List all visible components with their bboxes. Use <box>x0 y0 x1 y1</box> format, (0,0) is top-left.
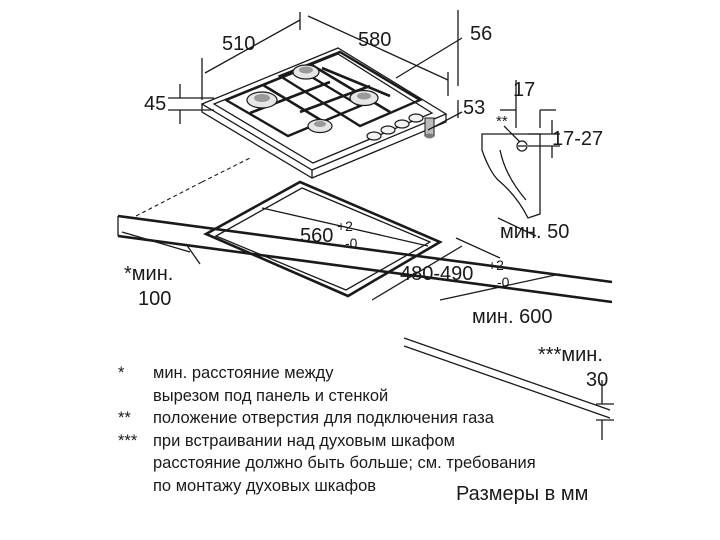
cutout-width-label: 560 <box>300 225 333 247</box>
worktop <box>117 157 613 304</box>
footnote-1-mark: * <box>118 364 125 382</box>
footnote-3: *** при встраивании над духовым шкафом р… <box>118 430 638 498</box>
burner-back-left <box>292 64 320 80</box>
footnote-3-mark: *** <box>118 431 138 450</box>
footnote-2-mark: ** <box>118 409 131 427</box>
burner-back-right <box>349 89 379 107</box>
wall-min-label: *мин. <box>124 263 173 285</box>
footnote-2-line-1: положение отверстия для подключения газа <box>153 409 494 427</box>
hob-illustration <box>200 47 448 179</box>
oven-min-value: 30 <box>586 369 608 391</box>
gas-inlet-width-label: 17 <box>513 79 535 101</box>
footnote-1-line-1: мин. расстояние между <box>153 364 334 382</box>
burner-front-right <box>307 118 333 134</box>
footnote-1: * мин. расстояние между вырезом под пане… <box>118 362 638 407</box>
gas-inlet-height-label: 17-27 <box>552 128 603 150</box>
min-50-label: мин. 50 <box>500 221 569 243</box>
cutout-width-tolerance-minus: -0 <box>345 235 358 251</box>
footnote-3-line-2: расстояние должно быть больше; см. требо… <box>153 454 536 472</box>
connector-depth-label: 53 <box>463 97 485 119</box>
control-knobs <box>366 113 424 141</box>
hob-height-label: 45 <box>144 93 166 115</box>
wall-min-value: 100 <box>138 288 171 310</box>
footnote-3-line-1: при встраивании над духовым шкафом <box>153 431 456 450</box>
cutout-depth-tolerance-minus: -0 <box>497 274 510 290</box>
footnotes: * мин. расстояние между вырезом под пане… <box>118 362 638 497</box>
footnote-3-line-3: по монтажу духовых шкафов <box>153 476 377 495</box>
gas-connector <box>424 117 435 139</box>
gas-inlet-detail <box>481 80 560 219</box>
hob-dimension-lines <box>168 10 463 131</box>
connector-offset-label: 56 <box>470 23 492 45</box>
cutout-depth-label: 480-490 <box>400 263 473 285</box>
front-min-label: мин. 600 <box>472 306 552 328</box>
pan-supports <box>223 50 423 138</box>
units-caption: Размеры в мм <box>456 483 589 505</box>
oven-min-label: ***мин. <box>538 344 603 366</box>
worktop-dimension-lines <box>121 207 614 440</box>
footnote-2: ** положение отверстия для подключения г… <box>118 407 638 430</box>
gas-inlet-mark: ** <box>496 113 508 130</box>
burner-front-left <box>246 91 278 109</box>
hob-width-label: 580 <box>358 29 391 51</box>
cutout-depth-tolerance-plus: +2 <box>488 257 504 273</box>
hob-depth-label: 510 <box>222 33 255 55</box>
footnote-1-line-2: вырезом под панель и стенкой <box>153 386 389 405</box>
cutout-width-tolerance-plus: +2 <box>337 218 353 234</box>
